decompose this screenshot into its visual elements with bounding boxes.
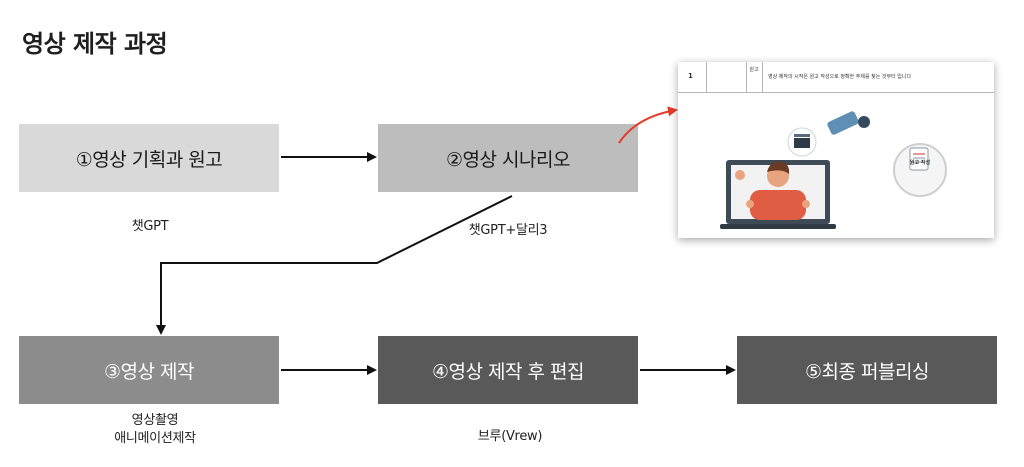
tool-note-step4: 브루(Vrew) [477, 429, 543, 444]
tool-note-step1: 챗GPT [131, 219, 169, 234]
slide-preview: 1 원고 영상 제작의 시작은 원고 작성으로 정확한 주제를 찾는 것부터 입… [678, 62, 994, 238]
slide-header-divider [762, 62, 763, 92]
slide-description: 영상 제작의 시작은 원고 작성으로 정확한 주제를 찾는 것부터 입니다 [768, 74, 912, 80]
step-box-planning: ①영상 기획과 원고 [19, 124, 279, 192]
slide-illustration [720, 111, 947, 229]
clapperboard-stripe [794, 134, 810, 137]
badge-label: 원고 작성 [909, 160, 931, 166]
step-box-production: ③영상 제작 [19, 336, 279, 404]
presenter-body [750, 190, 806, 220]
tool-note-step3-line1: 영상촬영 [131, 413, 179, 428]
camera-lens [858, 116, 870, 128]
step-box-publishing: ⑤최종 퍼블리싱 [737, 336, 997, 404]
step-box-editing: ④영상 제작 후 편집 [378, 336, 638, 404]
slide-header: 1 원고 영상 제작의 시작은 원고 작성으로 정확한 주제를 찾는 것부터 입… [678, 62, 994, 93]
laptop-base [720, 224, 836, 229]
tool-note-step3: 영상촬영 애니메이션제작 [80, 412, 230, 448]
step-box-scenario: ②영상 시나리오 [378, 124, 638, 192]
slide-number: 1 [688, 72, 693, 80]
tool-note-step2: 챗GPT+달리3 [468, 223, 548, 238]
slide-header-divider [746, 62, 747, 92]
presenter-hand-right [802, 200, 810, 208]
clapperboard-icon [794, 138, 810, 148]
slide-tag: 원고 [749, 67, 759, 73]
arrow-step2-to-step3 [156, 195, 513, 335]
webcam-avatar [735, 170, 745, 180]
camera-icon [827, 111, 859, 135]
slide-header-divider [706, 62, 707, 92]
tool-note-step3-line2: 애니메이션제작 [114, 431, 196, 446]
page-title: 영상 제작 과정 [22, 30, 168, 58]
arrow-highlight-to-slide [618, 106, 678, 144]
presenter-hair [767, 161, 790, 174]
presenter-hand-left [746, 200, 754, 208]
